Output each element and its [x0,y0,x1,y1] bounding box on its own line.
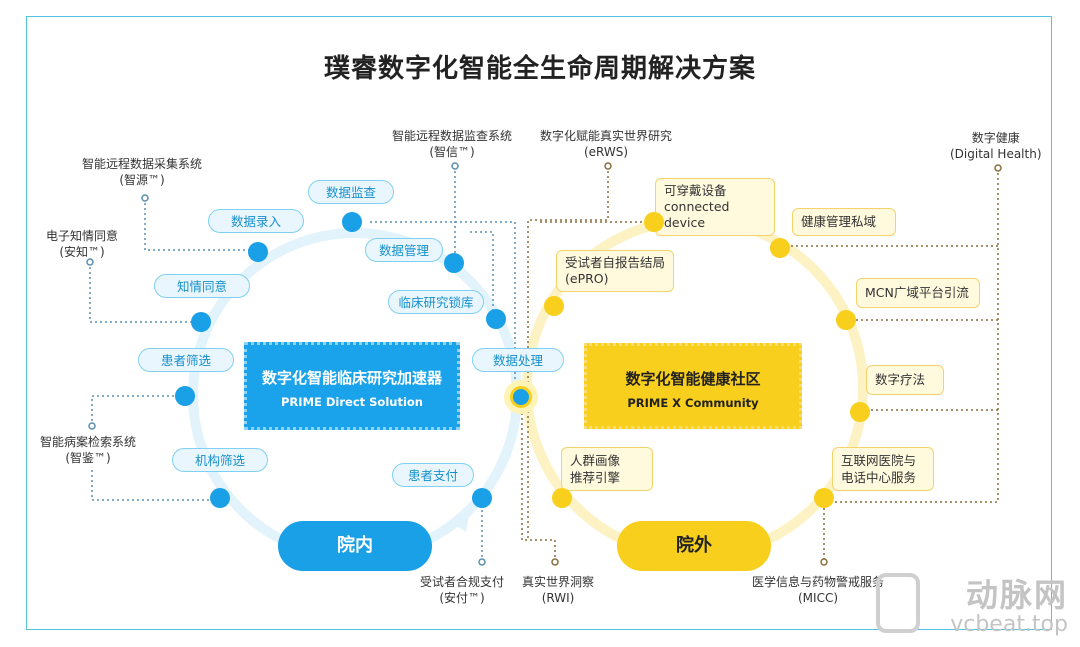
node-patient-payment: 患者支付 [392,463,474,487]
node-data-processing: 数据处理 [472,348,564,372]
label-zhixin: 智能远程数据监查系统 (智信™) [392,129,513,159]
label-digital-health: 数字健康 (Digital Health) [950,131,1042,161]
endpoint-micc [820,558,828,566]
endpoint-zhijian [88,422,96,430]
endpoint-zhixin [451,162,459,170]
endpoint-anzhi [86,258,94,266]
diagram-frame [26,16,1052,630]
node-informed-consent: 知情同意 [154,274,250,298]
connector-rwi [521,398,556,562]
node-site-screening-dot [210,488,230,508]
connector-monitor [370,221,516,395]
node-data-management: 数据管理 [365,238,443,262]
watermark-name: 动脉网 [965,576,1068,614]
node-dtx: 数字疗法 [866,365,944,395]
left-center-subtitle: PRIME Direct Solution [281,395,423,409]
endpoint-dh [994,164,1002,172]
label-anzhi: 电子知情同意 (安知™) [46,229,119,259]
node-internet-hospital: 互联网医院与 电话中心服务 [832,447,934,491]
node-patient-screening: 患者筛选 [138,348,234,372]
node-crowd: 人群画像 推荐引擎 [561,447,653,491]
node-wearable-dot [644,212,664,232]
endpoint-rwi [551,558,559,566]
left-center-title: 数字化智能临床研究加速器 [261,369,442,387]
node-crowd-dot [552,488,572,508]
watermark-url: vcbeat.top [950,612,1068,637]
label-ews: 数字化赋能真实世界研究 (eRWS) [540,129,673,159]
node-dtx-dot [850,402,870,422]
hub-dot [510,386,532,408]
node-patient-screening-dot [175,386,195,406]
connector-zhijian-2 [91,470,220,501]
connector-zhijian [91,395,185,426]
node-data-entry: 数据录入 [208,209,304,233]
diagram-title: 璞睿数字化智能全生命周期解决方案 [323,54,756,84]
endpoint-ews [604,162,612,170]
node-mcn-dot [836,310,856,330]
node-site-screening: 机构筛选 [172,448,268,472]
inside-hospital-pill: 院内 [278,521,432,571]
connector-zhiyuan [144,198,255,251]
label-zhijian: 智能病案检索系统 (智鉴™) [40,435,137,465]
node-mcn: MCN广域平台引流 [856,278,980,308]
connector-anzhi [89,262,200,323]
connector-ews [527,166,609,540]
left-center-box: 数字化智能临床研究加速器 PRIME Direct Solution [244,342,460,430]
label-anfu: 受试者合规支付 (安付™) [420,575,505,605]
label-micc: 医学信息与药物警戒服务 (MICC) [752,575,885,605]
node-wearable: 可穿戴设备 connected device [655,178,775,236]
node-epro: 受试者自报告结局 (ePRO) [556,250,674,292]
node-health-mgmt: 健康管理私域 [792,208,896,236]
label-rwi: 真实世界洞察 (RWI) [522,575,595,605]
watermark-logo-icon [876,573,920,633]
node-data-management-dot [444,253,464,273]
endpoint-zhiyuan [141,194,149,202]
endpoint-anfu [478,558,486,566]
node-epro-dot [544,296,564,316]
connector-mgmt [470,231,494,318]
node-db-lock-dot [486,309,506,329]
right-center-box: 数字化智能健康社区 PRIME X Community [584,343,802,429]
node-data-monitor-dot [342,212,362,232]
watermark: 动脉网 vcbeat.top [950,570,1068,637]
right-center-subtitle: PRIME X Community [627,396,759,410]
outside-hospital-pill: 院外 [617,521,771,571]
node-db-lock: 临床研究锁库 [388,290,484,314]
label-zhiyuan: 智能远程数据采集系统 (智源™) [82,157,203,187]
right-center-title: 数字化智能健康社区 [625,370,761,388]
node-patient-payment-dot [472,488,492,508]
node-data-monitor: 数据监查 [308,180,394,204]
node-internet-hospital-dot [814,488,834,508]
node-informed-consent-dot [191,312,211,332]
connector-dh [824,168,999,503]
node-health-mgmt-dot [770,238,790,258]
node-data-entry-dot [248,242,268,262]
blue-cycle-arrow [450,510,470,532]
